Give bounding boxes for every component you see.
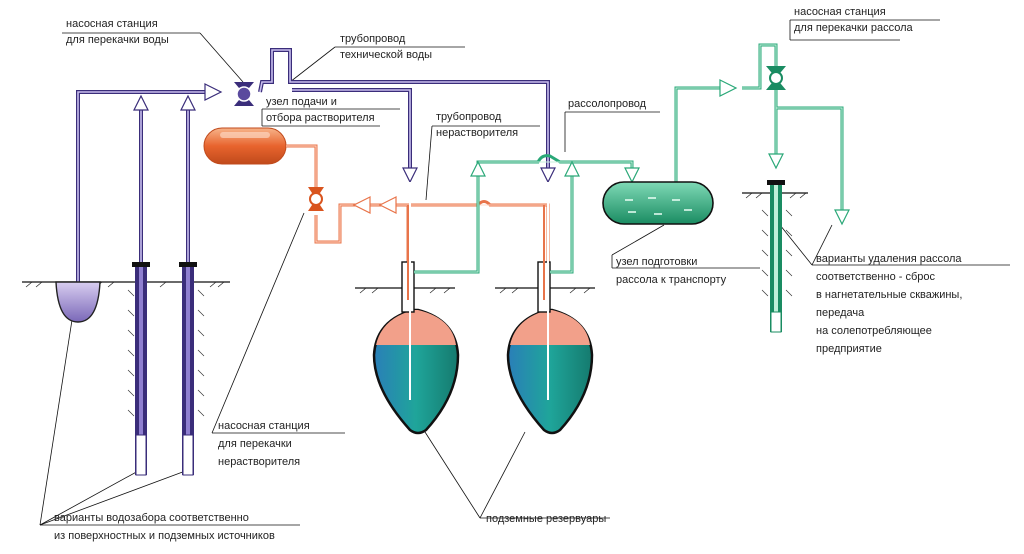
underground-reservoir-1: [372, 182, 460, 435]
underground-reservoir-2: [506, 182, 594, 435]
arrow-up-icon: [470, 160, 486, 177]
arrow-up-icon: [133, 94, 149, 111]
arrow-down-icon: [624, 167, 640, 184]
label-pump-nonsolvent: насосная станция для перекачки нераствор…: [218, 420, 310, 468]
arrow-up-icon: [180, 94, 196, 111]
injection-well: [761, 180, 793, 333]
pump-water-icon: [234, 82, 254, 106]
solvent-tank: [203, 127, 287, 165]
label-brine-removal: варианты удаления рассола соответственно…: [816, 253, 963, 355]
tech-water-pipes: [76, 48, 550, 282]
brine-pipes: [414, 43, 844, 274]
arrow-down-icon: [768, 153, 784, 170]
label-feed-node: узел подачи и отбора растворителя: [266, 96, 375, 124]
label-pump-water: насосная станция для перекачки воды: [66, 18, 169, 46]
arrow-down-icon: [834, 209, 850, 226]
arrow-up-icon: [564, 160, 580, 177]
surface-water-pond: [55, 281, 101, 323]
nonsolvent-arrows: [352, 196, 397, 214]
label-nonsolvent-pipe: трубопровод нерастворителя: [436, 111, 519, 139]
label-brine-pipe: рассолопровод: [568, 98, 647, 110]
arrow-down-icon: [540, 167, 556, 184]
pump-brine-icon: [766, 66, 786, 90]
arrow-left-icon: [378, 196, 397, 214]
ground-hatching: [25, 192, 807, 294]
label-tech-water-pipe: трубопровод технической воды: [340, 33, 433, 61]
label-brine-prep: узел подготовки рассола к транспорту: [616, 256, 727, 286]
pump-nonsolvent-icon: [308, 187, 324, 211]
arrow-down-icon: [402, 167, 418, 184]
arrow-left-icon: [352, 196, 371, 214]
arrow-right-icon: [719, 79, 738, 97]
arrow-right-icon: [204, 83, 223, 101]
label-reservoirs: подземные резервуары: [486, 513, 607, 525]
leader-lines: [39, 19, 1010, 526]
label-pump-brine: насосная станция для перекачки рассола: [794, 6, 913, 34]
brine-arrows: [470, 79, 850, 226]
groundwater-wells: [127, 262, 205, 476]
water-arrows: [133, 83, 556, 184]
label-water-intake: варианты водозабора соответственно из по…: [54, 512, 275, 542]
brine-prep-tank: [602, 181, 714, 225]
